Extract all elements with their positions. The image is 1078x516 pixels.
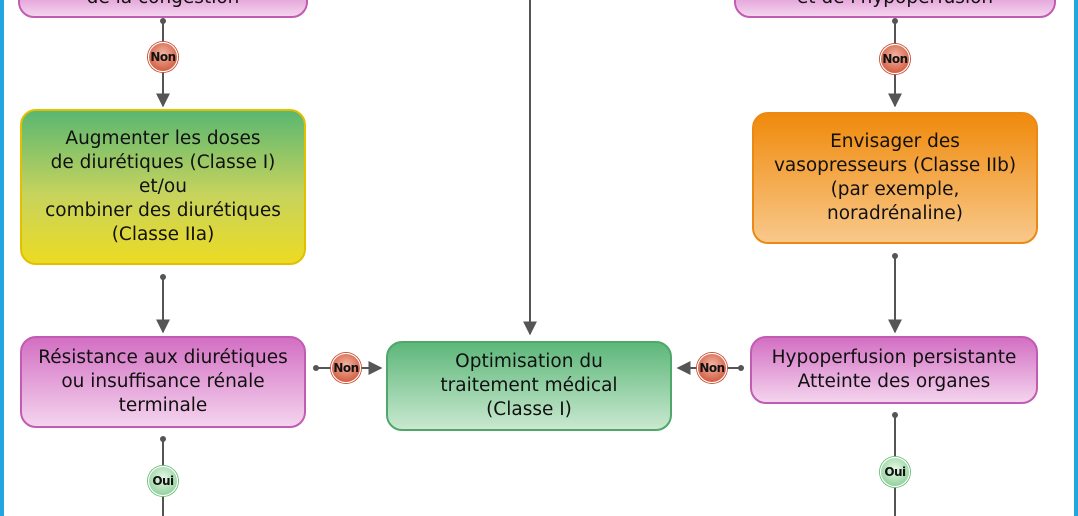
box-optimisation-traitement: Optimisation du traitement médical (Clas… [386,341,672,431]
box-vasopresseurs: Envisager des vasopresseurs (Classe IIb)… [752,112,1038,244]
connector-dot [160,274,166,280]
connector-dot [892,412,898,418]
connector-dot [892,18,898,24]
box-resistance-diuretiques-label: Résistance aux diurétiques ou insuffisan… [38,347,288,416]
connector-dot [160,436,166,442]
badge-oui-right: Oui [880,457,910,487]
badge-oui-right-label: Oui [884,465,906,479]
box-hypoperfusion-persistante: Hypoperfusion persistante Atteinte des o… [750,336,1038,404]
box-augmenter-diuretiques: Augmenter les doses de diurétiques (Clas… [20,109,306,265]
box-evaluation-hypoperfusion-label: et de l'hypoperfusion [797,0,993,10]
connector-dot [160,18,166,24]
badge-non-resistance-label: Non [333,361,359,375]
connector-dot [738,365,744,371]
connector-dot [892,253,898,259]
box-evaluation-congestion-label: de la congestion [87,0,240,10]
badge-non-persistante-label: Non [699,361,725,375]
box-resistance-diuretiques: Résistance aux diurétiques ou insuffisan… [20,336,306,428]
badge-non-persistante: Non [697,353,727,383]
badge-non-left-label: Non [150,50,176,64]
box-evaluation-hypoperfusion: et de l'hypoperfusion [734,0,1056,18]
box-hypoperfusion-persistante-label: Hypoperfusion persistante Atteinte des o… [771,347,1017,392]
badge-non-right: Non [880,44,910,74]
badge-oui-left: Oui [148,466,178,496]
box-optimisation-traitement-label: Optimisation du traitement médical (Clas… [440,351,618,420]
badge-non-left: Non [148,42,178,72]
badge-non-right-label: Non [882,52,908,66]
box-augmenter-diuretiques-label: Augmenter les doses de diurétiques (Clas… [45,128,281,245]
badge-oui-left-label: Oui [152,474,174,488]
box-vasopresseurs-label: Envisager des vasopresseurs (Classe IIb)… [773,131,1017,224]
badge-non-resistance: Non [331,353,361,383]
box-evaluation-congestion: de la congestion [18,0,308,18]
connector-dot [313,365,319,371]
